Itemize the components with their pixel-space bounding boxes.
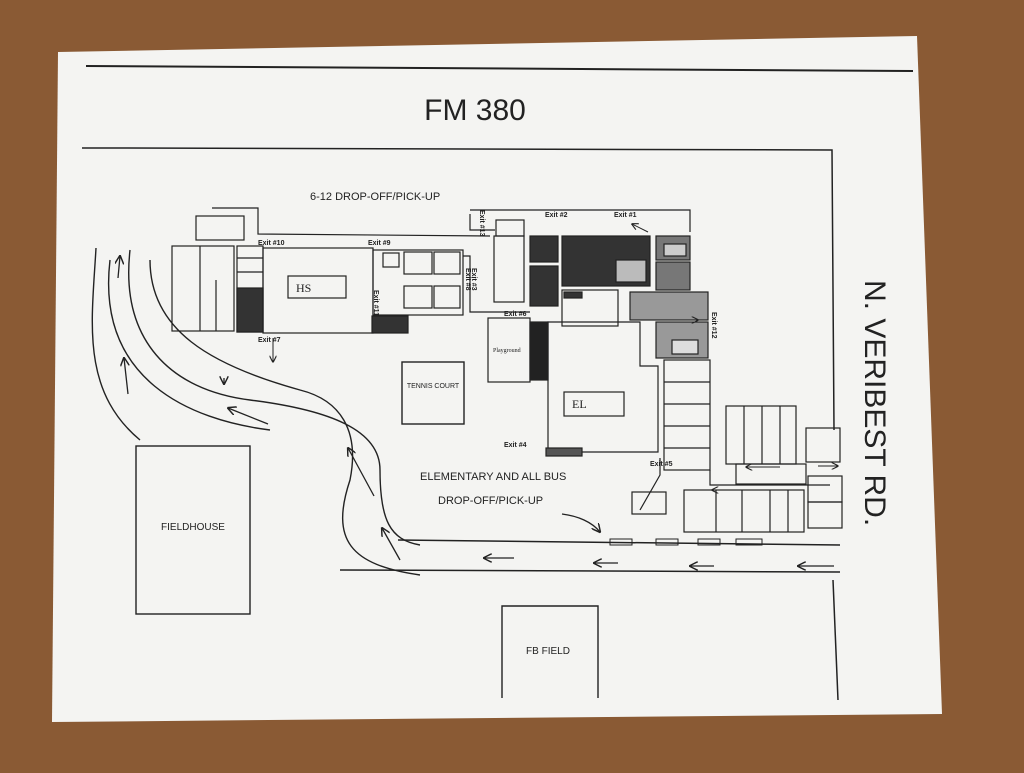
- elementary-dropoff-line2: DROP-OFF/PICK-UP: [438, 495, 543, 507]
- exit-1-label: Exit #1: [614, 212, 637, 219]
- exit-6-label: Exit #6: [504, 311, 527, 318]
- road-boundaries: [82, 147, 841, 701]
- fieldhouse: [135, 445, 251, 615]
- exit-11-label: Exit #11: [372, 290, 379, 316]
- high-school-building: [171, 207, 491, 334]
- exit-8-label: Exit #8: [464, 268, 471, 291]
- playground-label: Playground: [493, 348, 521, 354]
- exit-10-label: Exit #10: [258, 240, 285, 247]
- fb-field-label: FB FIELD: [526, 646, 570, 657]
- paper-sheet: [52, 36, 942, 722]
- exit-4-label: Exit #4: [504, 442, 527, 449]
- exit-2-label: Exit #2: [545, 212, 568, 219]
- hs-label: HS: [296, 281, 311, 295]
- tennis-court-label: TENNIS COURT: [407, 383, 460, 390]
- road-veribest-label: N. VERIBEST RD.: [858, 280, 891, 526]
- bus-stops: [609, 538, 763, 546]
- traffic-arrows: [118, 256, 834, 566]
- exit-5-label: Exit #5: [650, 461, 673, 468]
- elementary-building: [487, 235, 711, 511]
- exit-9-label: Exit #9: [368, 240, 391, 247]
- traffic-route: [91, 247, 421, 576]
- exit-13-label: Exit #13: [478, 210, 485, 237]
- fieldhouse-label: FIELDHOUSE: [161, 522, 225, 533]
- portable-buildings: [631, 405, 843, 533]
- exit-12-label: Exit #12: [710, 312, 717, 339]
- connector-walkways: [463, 209, 691, 313]
- exit-7-label: Exit #7: [258, 337, 281, 344]
- el-label-box: [563, 391, 625, 417]
- exit-1-arrow: [632, 224, 649, 233]
- hs-label-box: [287, 275, 347, 299]
- el-label: EL: [572, 397, 587, 411]
- top-rule: [85, 65, 914, 72]
- exit-3-label: Exit #3: [470, 268, 477, 291]
- dropoff-6-12-label: 6-12 DROP-OFF/PICK-UP: [310, 191, 440, 203]
- fb-field: [501, 605, 599, 698]
- road-fm380-label: FM 380: [424, 94, 526, 127]
- elementary-dropoff-line1: ELEMENTARY AND ALL BUS: [420, 471, 566, 483]
- tennis-court: [401, 361, 465, 425]
